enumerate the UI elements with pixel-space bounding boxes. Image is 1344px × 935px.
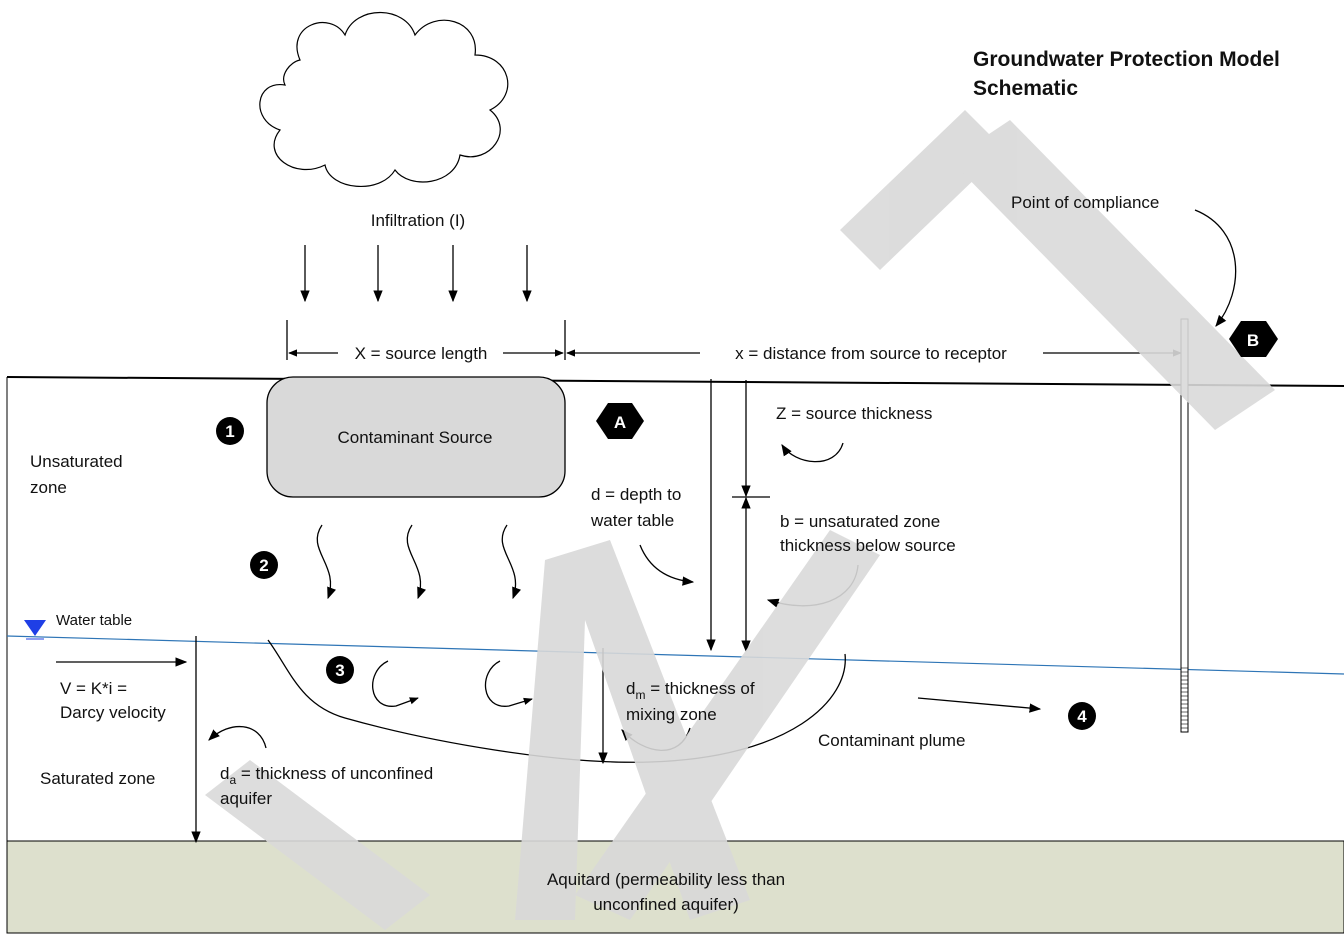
aquifer-thickness-label: da = thickness of unconfined (220, 764, 433, 787)
water-table-label: Water table (56, 612, 132, 629)
saturated-zone-label: Saturated zone (40, 769, 155, 788)
plume-travel-arrow (917, 697, 1042, 713)
infiltration-label: Infiltration (I) (371, 211, 465, 230)
source-thickness-pointer (781, 442, 844, 463)
unsat-thickness-label: b = unsaturated zone (780, 512, 940, 531)
water-table-marker-icon (24, 620, 46, 636)
diagram-title: Groundwater Protection Model (973, 48, 1280, 71)
depth-to-water-label: d = depth to (591, 485, 681, 504)
unsaturated-zone-label-line2: zone (30, 478, 67, 497)
draft-watermark (205, 110, 1275, 930)
leaching-arrow (501, 524, 521, 600)
aquitard-label: Aquitard (permeability less than (547, 870, 785, 889)
compliance-pointer-arrow (1194, 209, 1237, 327)
aquitard-label-line2: unconfined aquifer) (593, 895, 739, 914)
unsat-thickness-label-line2: thickness below source (780, 536, 956, 555)
contaminant-source-label: Contaminant Source (338, 428, 493, 447)
point-a-marker: A (596, 403, 644, 439)
svg-text:A: A (614, 413, 626, 432)
leaching-arrow (406, 524, 426, 600)
depth-pointer (639, 544, 695, 586)
step-marker-1: 1 (216, 417, 244, 445)
diagram-title-line2: Schematic (973, 77, 1078, 100)
point-of-compliance-label: Point of compliance (1011, 193, 1159, 212)
unsaturated-zone-label: Unsaturated (30, 452, 123, 471)
darcy-velocity-label: V = K*i = (60, 679, 127, 698)
source-thickness-label: Z = source thickness (776, 404, 932, 423)
mixing-circulation-arrow (484, 660, 533, 707)
svg-text:3: 3 (335, 661, 344, 680)
cloud-icon (259, 12, 509, 188)
mixing-circulation-arrow (372, 660, 419, 707)
well-screen (1181, 667, 1188, 729)
svg-text:1: 1 (225, 422, 234, 441)
step-marker-3: 3 (326, 656, 354, 684)
svg-text:4: 4 (1077, 707, 1087, 726)
darcy-velocity-label-line2: Darcy velocity (60, 703, 166, 722)
svg-text:2: 2 (259, 556, 268, 575)
contaminant-source (266, 376, 566, 498)
contaminant-plume-label: Contaminant plume (818, 731, 965, 750)
water-table-line (6, 635, 1344, 675)
aquifer-thickness-label-line2: aquifer (220, 789, 272, 808)
mixing-zone-label-line2: mixing zone (626, 705, 717, 724)
aquifer-pointer (208, 726, 267, 749)
depth-to-water-label-line2: water table (590, 511, 674, 530)
step-marker-4: 4 (1068, 702, 1096, 730)
distance-to-receptor-label: x = distance from source to receptor (735, 344, 1007, 363)
mixing-zone-label: dm = thickness of (626, 679, 755, 702)
point-b-marker: B (1229, 321, 1278, 357)
source-length-label: X = source length (355, 344, 488, 363)
leaching-arrow (316, 524, 336, 600)
svg-text:B: B (1247, 331, 1259, 350)
step-marker-2: 2 (250, 551, 278, 579)
ground-surface (6, 376, 1344, 387)
